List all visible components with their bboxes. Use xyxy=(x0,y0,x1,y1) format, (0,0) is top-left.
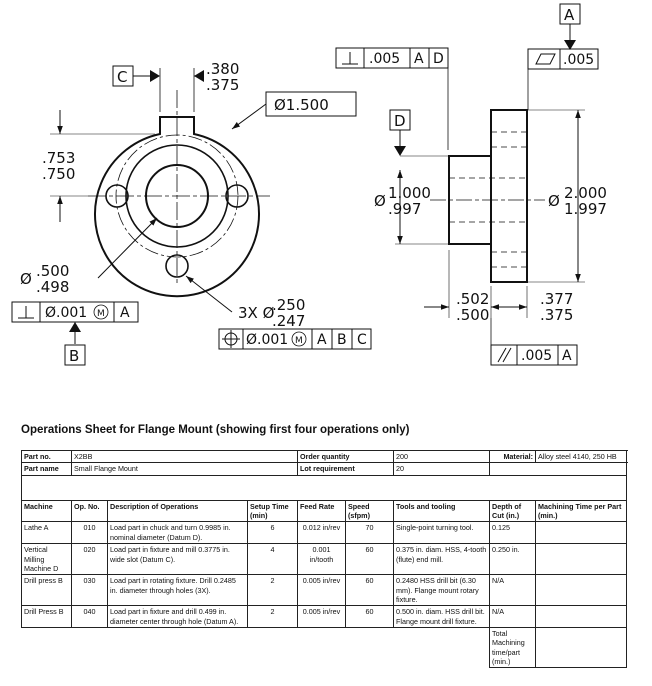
holes-dia-upper: .250 xyxy=(272,296,305,314)
table-row: Total Machining time/part (min.) xyxy=(22,627,627,669)
svg-text:A: A xyxy=(414,51,424,67)
svg-text:.005: .005 xyxy=(521,348,552,364)
holes-prefix: 3X Ø xyxy=(238,304,275,322)
table-row xyxy=(21,474,627,501)
datum-b: B xyxy=(69,347,79,365)
datum-d: D xyxy=(394,112,406,130)
slot-width-upper: .380 xyxy=(206,60,239,78)
sheet-title: Operations Sheet for Flange Mount (showi… xyxy=(21,424,410,436)
flat-fcf: .005 xyxy=(527,48,599,70)
flange-thk-upper: .377 xyxy=(540,290,573,308)
svg-text:A: A xyxy=(562,348,572,364)
table-row: Part name Small Flange Mount Lot require… xyxy=(21,462,627,476)
height-upper: .753 xyxy=(42,149,75,167)
holes-fcf: Ø.001 M A B C xyxy=(218,328,372,350)
engineering-drawing: C .380 .375 Ø1.500 .753 .750 Ø .500 .498… xyxy=(11,3,607,366)
svg-text:.005: .005 xyxy=(369,51,400,67)
svg-text:A: A xyxy=(317,332,327,348)
table-row: Part no. X2BB Order quantity 200 Materia… xyxy=(21,449,627,464)
svg-text:C: C xyxy=(117,68,127,86)
outer-dia: Ø1.500 xyxy=(274,96,329,114)
hub-dia-lower: .997 xyxy=(388,200,421,218)
svg-text:D: D xyxy=(433,51,444,67)
flange-profile xyxy=(490,109,528,283)
flange-thk-lower: .375 xyxy=(540,306,573,324)
svg-text:Ø.001: Ø.001 xyxy=(45,305,87,321)
operations-table: Part no. X2BB Order quantity 200 Materia… xyxy=(21,449,627,669)
holes-dia-lower: .247 xyxy=(272,312,305,330)
bore-dia-symbol: Ø xyxy=(20,270,32,288)
outer-contour xyxy=(94,116,260,298)
hub-dia-symbol: Ø xyxy=(374,192,386,210)
flange-dia-symbol: Ø xyxy=(548,192,560,210)
perp-fcf: .005 A D xyxy=(335,47,449,69)
svg-text:C: C xyxy=(357,332,367,348)
side-view xyxy=(430,109,545,283)
table-header-row: Machine Op. No. Description of Operation… xyxy=(21,499,627,523)
total-label: Total Machining time/part (min.) xyxy=(489,627,536,669)
svg-text:M: M xyxy=(97,309,105,319)
slot-width-lower: .375 xyxy=(206,76,239,94)
bore-fcf: Ø.001 M A xyxy=(11,301,139,323)
hub-dia-upper: 1.000 xyxy=(388,184,431,202)
svg-text:B: B xyxy=(337,332,347,348)
height-lower: .750 xyxy=(42,165,75,183)
hub-len-upper: .502 xyxy=(456,290,489,308)
datum-a: A xyxy=(564,6,575,24)
bolt-hole-right xyxy=(225,184,249,208)
flange-dia-upper: 2.000 xyxy=(564,184,607,202)
svg-text:.005: .005 xyxy=(563,52,594,68)
parallel-fcf: .005 A xyxy=(490,318,578,366)
svg-text:Ø.001: Ø.001 xyxy=(246,332,288,348)
datum-c: C xyxy=(112,65,160,87)
flange-dia-lower: 1.997 xyxy=(564,200,607,218)
svg-text:M: M xyxy=(295,336,303,346)
hub-len-lower: .500 xyxy=(456,306,489,324)
front-view xyxy=(88,90,270,298)
bore-dia-lower: .498 xyxy=(36,278,69,296)
svg-text:A: A xyxy=(120,305,130,321)
bore-dia-upper: .500 xyxy=(36,262,69,280)
